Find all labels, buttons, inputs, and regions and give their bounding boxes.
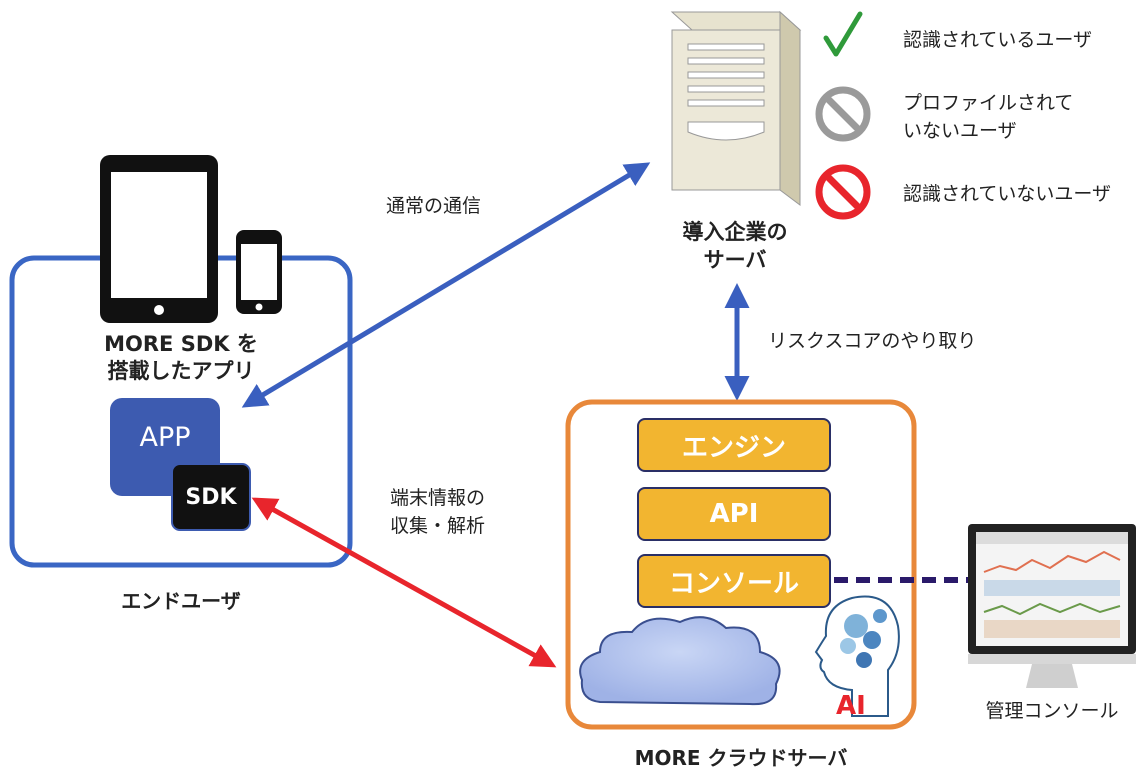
normal-comm-arrow bbox=[241, 162, 651, 408]
legend-not-recognized: 認識されていないユーザ bbox=[903, 183, 1112, 205]
engine-box: エンジン bbox=[637, 418, 831, 472]
server-label-line2: サーバ bbox=[703, 248, 767, 272]
device-info-label-line2: 収集・解析 bbox=[390, 515, 486, 537]
console-box: コンソール bbox=[637, 554, 831, 608]
cloud-server-label: MORE クラウドサーバ bbox=[634, 746, 848, 770]
risk-score-label: リスクスコアのやり取り bbox=[768, 330, 977, 352]
sdk-label: SDK bbox=[185, 485, 237, 510]
not-profiled-icon bbox=[815, 86, 871, 142]
legend-recognized: 認識されているユーザ bbox=[903, 29, 1093, 51]
server-icon bbox=[670, 10, 802, 206]
server-label-line1: 導入企業の bbox=[682, 220, 788, 244]
legend-not-profiled-line2: いないユーザ bbox=[903, 120, 1017, 142]
check-icon bbox=[823, 11, 863, 57]
legend-not-profiled-line1: プロファイルされて bbox=[903, 92, 1074, 114]
admin-console-label: 管理コンソール bbox=[985, 700, 1119, 722]
not-recognized-icon bbox=[815, 164, 871, 220]
sdk-tile bbox=[171, 463, 251, 531]
ai-head-icon bbox=[814, 595, 900, 717]
ai-label: AI bbox=[836, 691, 866, 721]
cloud-icon bbox=[579, 616, 781, 706]
phone-icon bbox=[236, 230, 282, 314]
device-caption-line2: 搭載したアプリ bbox=[107, 359, 255, 383]
normal-comm-label: 通常の通信 bbox=[386, 195, 482, 217]
device-caption-line1: MORE SDK を bbox=[104, 332, 258, 356]
cloud-server-frame bbox=[565, 399, 917, 730]
end-user-label: エンドユーザ bbox=[121, 589, 241, 613]
device-info-arrow bbox=[251, 497, 557, 668]
tablet-icon bbox=[100, 155, 218, 323]
device-info-label-line1: 端末情報の bbox=[390, 487, 486, 509]
app-label: APP bbox=[139, 422, 191, 453]
api-box: API bbox=[637, 487, 831, 541]
admin-monitor-icon bbox=[968, 524, 1136, 688]
